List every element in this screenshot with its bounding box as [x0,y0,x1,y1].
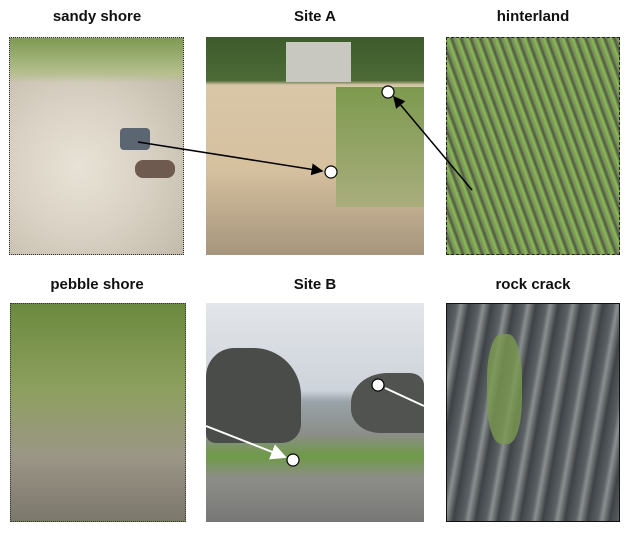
marker-site-b-pebble [286,453,300,467]
title-pebble-shore: pebble shore [50,276,144,293]
arrow-sandy-to-site-a [137,141,324,176]
photo-hinterland [446,37,620,255]
marker-site-a-sand [324,165,338,179]
title-sandy-shore: sandy shore [52,8,142,25]
arrow-rock-to-site-b [384,387,425,407]
marker-site-b-rock [371,378,385,392]
photo-sandy-shore [9,37,184,255]
title-hinterland: hinterland [496,8,570,25]
title-site-b: Site B [293,276,337,293]
title-site-a: Site A [294,8,336,25]
marker-site-a-inland [381,85,395,99]
title-rock-crack: rock crack [495,276,571,293]
photo-site-b [206,303,424,522]
arrow-pebble-to-site-b [205,425,287,460]
photo-site-a [206,37,424,255]
photo-pebble-shore [10,303,186,522]
photo-rock-crack [446,303,620,522]
arrow-hinterland-to-site-a [393,95,473,191]
